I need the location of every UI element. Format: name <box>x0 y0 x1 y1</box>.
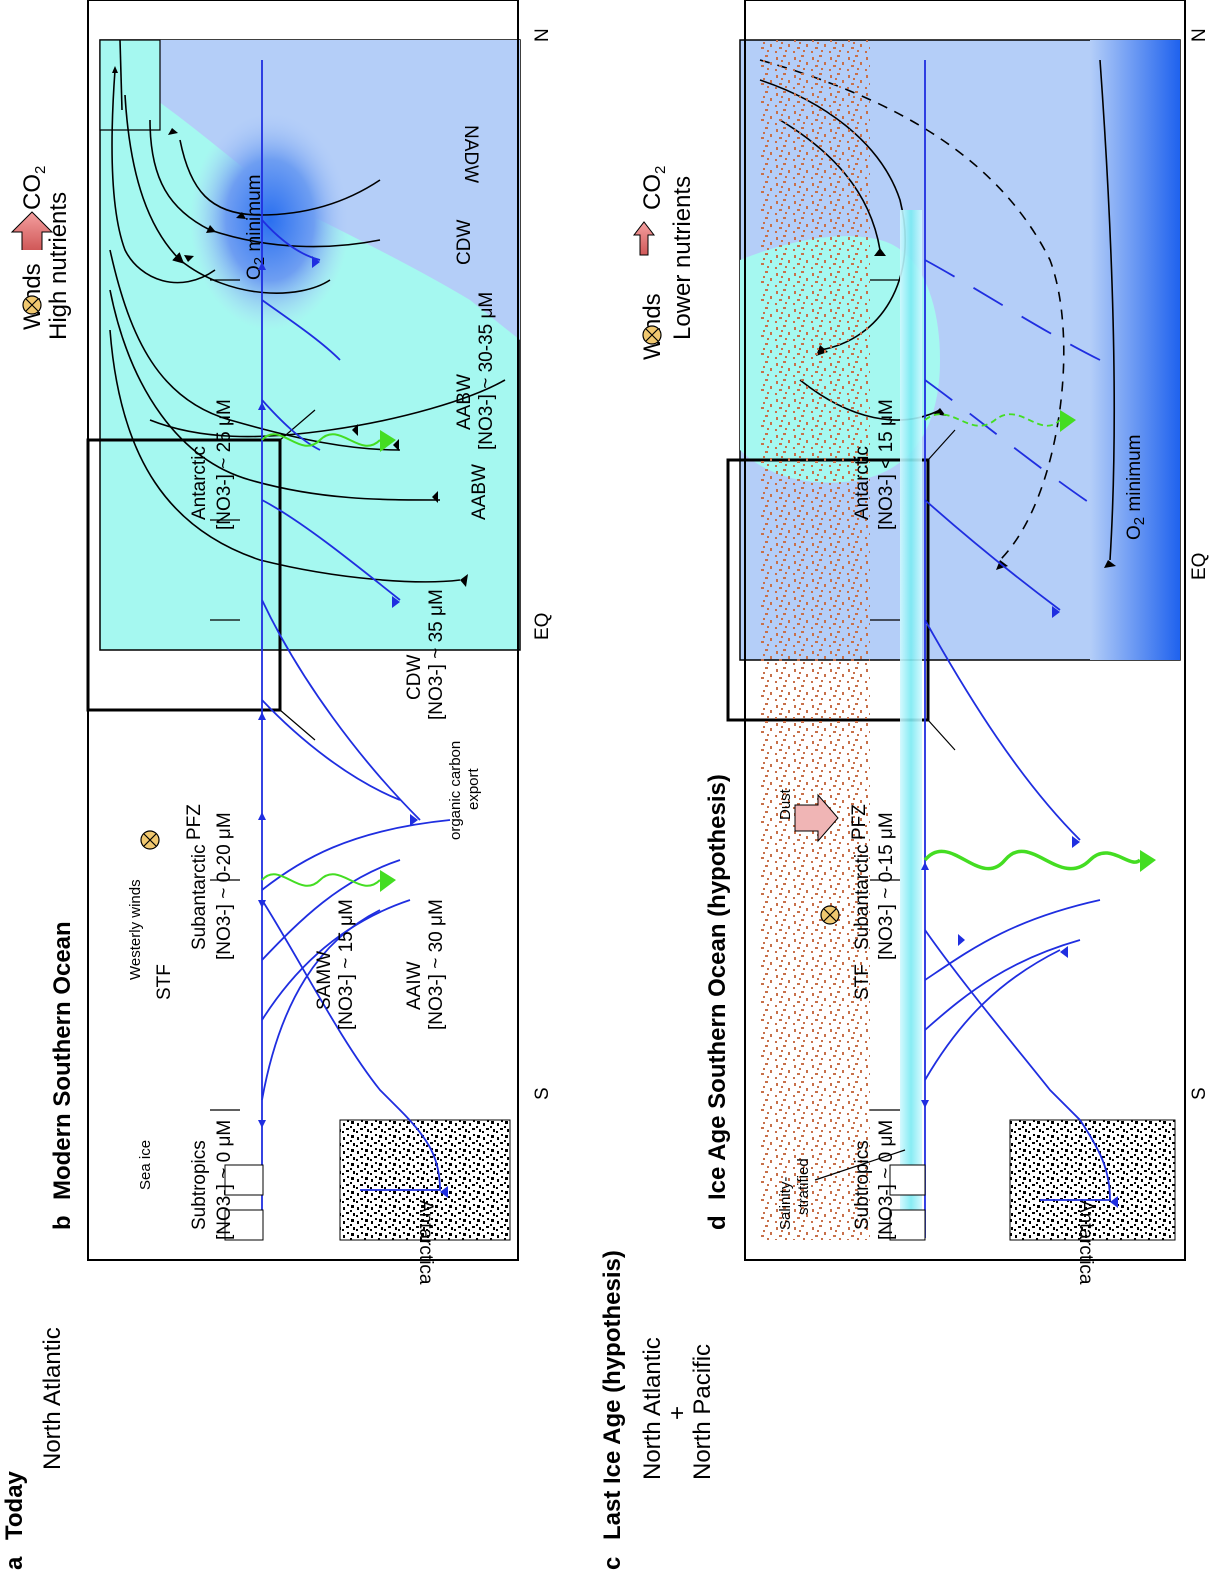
co2-label-a: CO2 <box>19 166 49 210</box>
nutrients-label-a: High nutrients <box>45 192 72 340</box>
aaiw-label-b: AAIW <box>404 961 425 1010</box>
stratified-layer-d <box>900 210 922 1240</box>
antarctic-label-d: Antarctic <box>852 446 873 520</box>
flow-arrows-d <box>921 606 1118 1208</box>
antarctic-no3-d: [NO3-] < 15 μM <box>876 399 897 530</box>
nutrients-label-c: Lower nutrients <box>669 176 696 340</box>
subantarctic-no3-b: [NO3-] ~ 0-20 μM <box>214 812 235 960</box>
westerly-label-b: Westerly winds <box>127 879 144 980</box>
panel-a-title: Today <box>1 1470 28 1540</box>
wind-symbol-a <box>22 295 42 315</box>
export-label2-b: export <box>465 767 482 810</box>
nadw-label: NADW <box>460 125 481 183</box>
deep-o2-zone-c <box>1090 40 1180 660</box>
co2-label-c: CO2 <box>639 166 669 210</box>
aabw-label-a: AABW <box>469 464 490 520</box>
cdw-label-a: CDW <box>454 220 475 265</box>
panel-b: Antarctica <box>49 0 519 1285</box>
inset-frame-b <box>87 0 519 1261</box>
subtropics-label-b: Subtropics <box>189 1140 210 1230</box>
panel-d-title: Ice Age Southern Ocean (hypothesis) <box>704 774 731 1200</box>
antarctica-label-d: Antarctica <box>1075 1200 1096 1285</box>
flow-arrows-b <box>258 256 448 1198</box>
samw-no3-b: [NO3-] ~ 15 μM <box>336 899 357 1030</box>
stf-label-d: STF <box>852 964 873 1000</box>
panel-c-plus: + <box>664 1406 691 1420</box>
axis-s-c: S <box>1189 1087 1210 1100</box>
panel-b-letter: b <box>49 1215 76 1230</box>
panel-a: NADW CDW AABW O2 minimum N EQ S a Today … <box>1 28 553 1570</box>
subtropics-no3-b: [NO3-] ~ 0 μM <box>214 1120 235 1240</box>
panel-c-region2: North Pacific <box>689 1344 716 1480</box>
samw-label-b: SAMW <box>314 951 335 1010</box>
co2-arrow-a <box>10 211 54 250</box>
axis-n-c: N <box>1189 28 1210 42</box>
salinity-label1-d: Salinity- <box>777 1177 794 1230</box>
salinity-label2-d: stratified <box>795 1158 812 1215</box>
sea-ice-label-b: Sea ice <box>137 1140 154 1190</box>
axis-eq-c: EQ <box>1189 553 1210 580</box>
panel-c-region1: North Atlantic <box>639 1337 666 1480</box>
o2-minimum-label-c: O2 minimum <box>1124 435 1148 540</box>
wind-symbol-d <box>820 905 840 925</box>
aabw-no3-b: [NO3-] ~ 30-35 μM <box>476 292 497 450</box>
aaiw-no3-b: [NO3-] ~ 30 μM <box>426 899 447 1030</box>
panel-a-region: North Atlantic <box>39 1327 66 1470</box>
antarctica-label-b: Antarctica <box>415 1200 436 1285</box>
antarctica-shelf-a <box>99 39 161 131</box>
aabw-label-b: AABW <box>454 374 475 430</box>
panel-a-letter: a <box>1 1556 28 1570</box>
pfz-label-d: PFZ <box>849 804 870 840</box>
export-label1-b: organic carbon <box>447 741 464 840</box>
panel-b-title: Modern Southern Ocean <box>49 921 76 1200</box>
wind-symbol-b <box>140 830 160 850</box>
pfz-label-b: PFZ <box>184 804 205 840</box>
axis-n-a: N <box>532 28 553 42</box>
co2-arrow-c <box>632 221 656 256</box>
panel-c-title: Last Ice Age (hypothesis) <box>599 1250 626 1540</box>
axis-eq-a: EQ <box>532 613 553 640</box>
subtropics-no3-d: [NO3-] ~ 0 μM <box>876 1120 897 1240</box>
panel-c-letter: c <box>599 1557 626 1570</box>
stf-label-b: STF <box>154 964 175 1000</box>
wind-symbol-c <box>642 325 662 345</box>
subantarctic-label-d: Subantarctic <box>852 844 873 950</box>
o2-minimum-core-a <box>190 110 350 330</box>
panel-d-letter: d <box>704 1215 731 1230</box>
flow-arrows-a <box>112 66 468 587</box>
dust-label-d: Dust <box>777 788 794 820</box>
axis-s-a: S <box>532 1087 553 1100</box>
panel-d: Antarctica <box>704 0 1186 1285</box>
inset-frame-d <box>744 0 1186 1261</box>
subantarctic-no3-d: [NO3-] ~ 0-15 μM <box>876 812 897 960</box>
dust-band-d <box>760 40 870 1240</box>
antarctic-no3-b: [NO3-] ~ 25 μM <box>214 399 235 530</box>
antarctica-block-d <box>1009 1119 1176 1241</box>
subantarctic-label-b: Subantarctic <box>189 844 210 950</box>
cdw-label-b: CDW <box>404 655 425 700</box>
dust-arrow-d <box>794 793 839 843</box>
antarctic-label-b: Antarctic <box>189 446 210 520</box>
subtropics-label-d: Subtropics <box>852 1140 873 1230</box>
cdw-no3-b: [NO3-] ~ 35 μM <box>426 589 447 720</box>
